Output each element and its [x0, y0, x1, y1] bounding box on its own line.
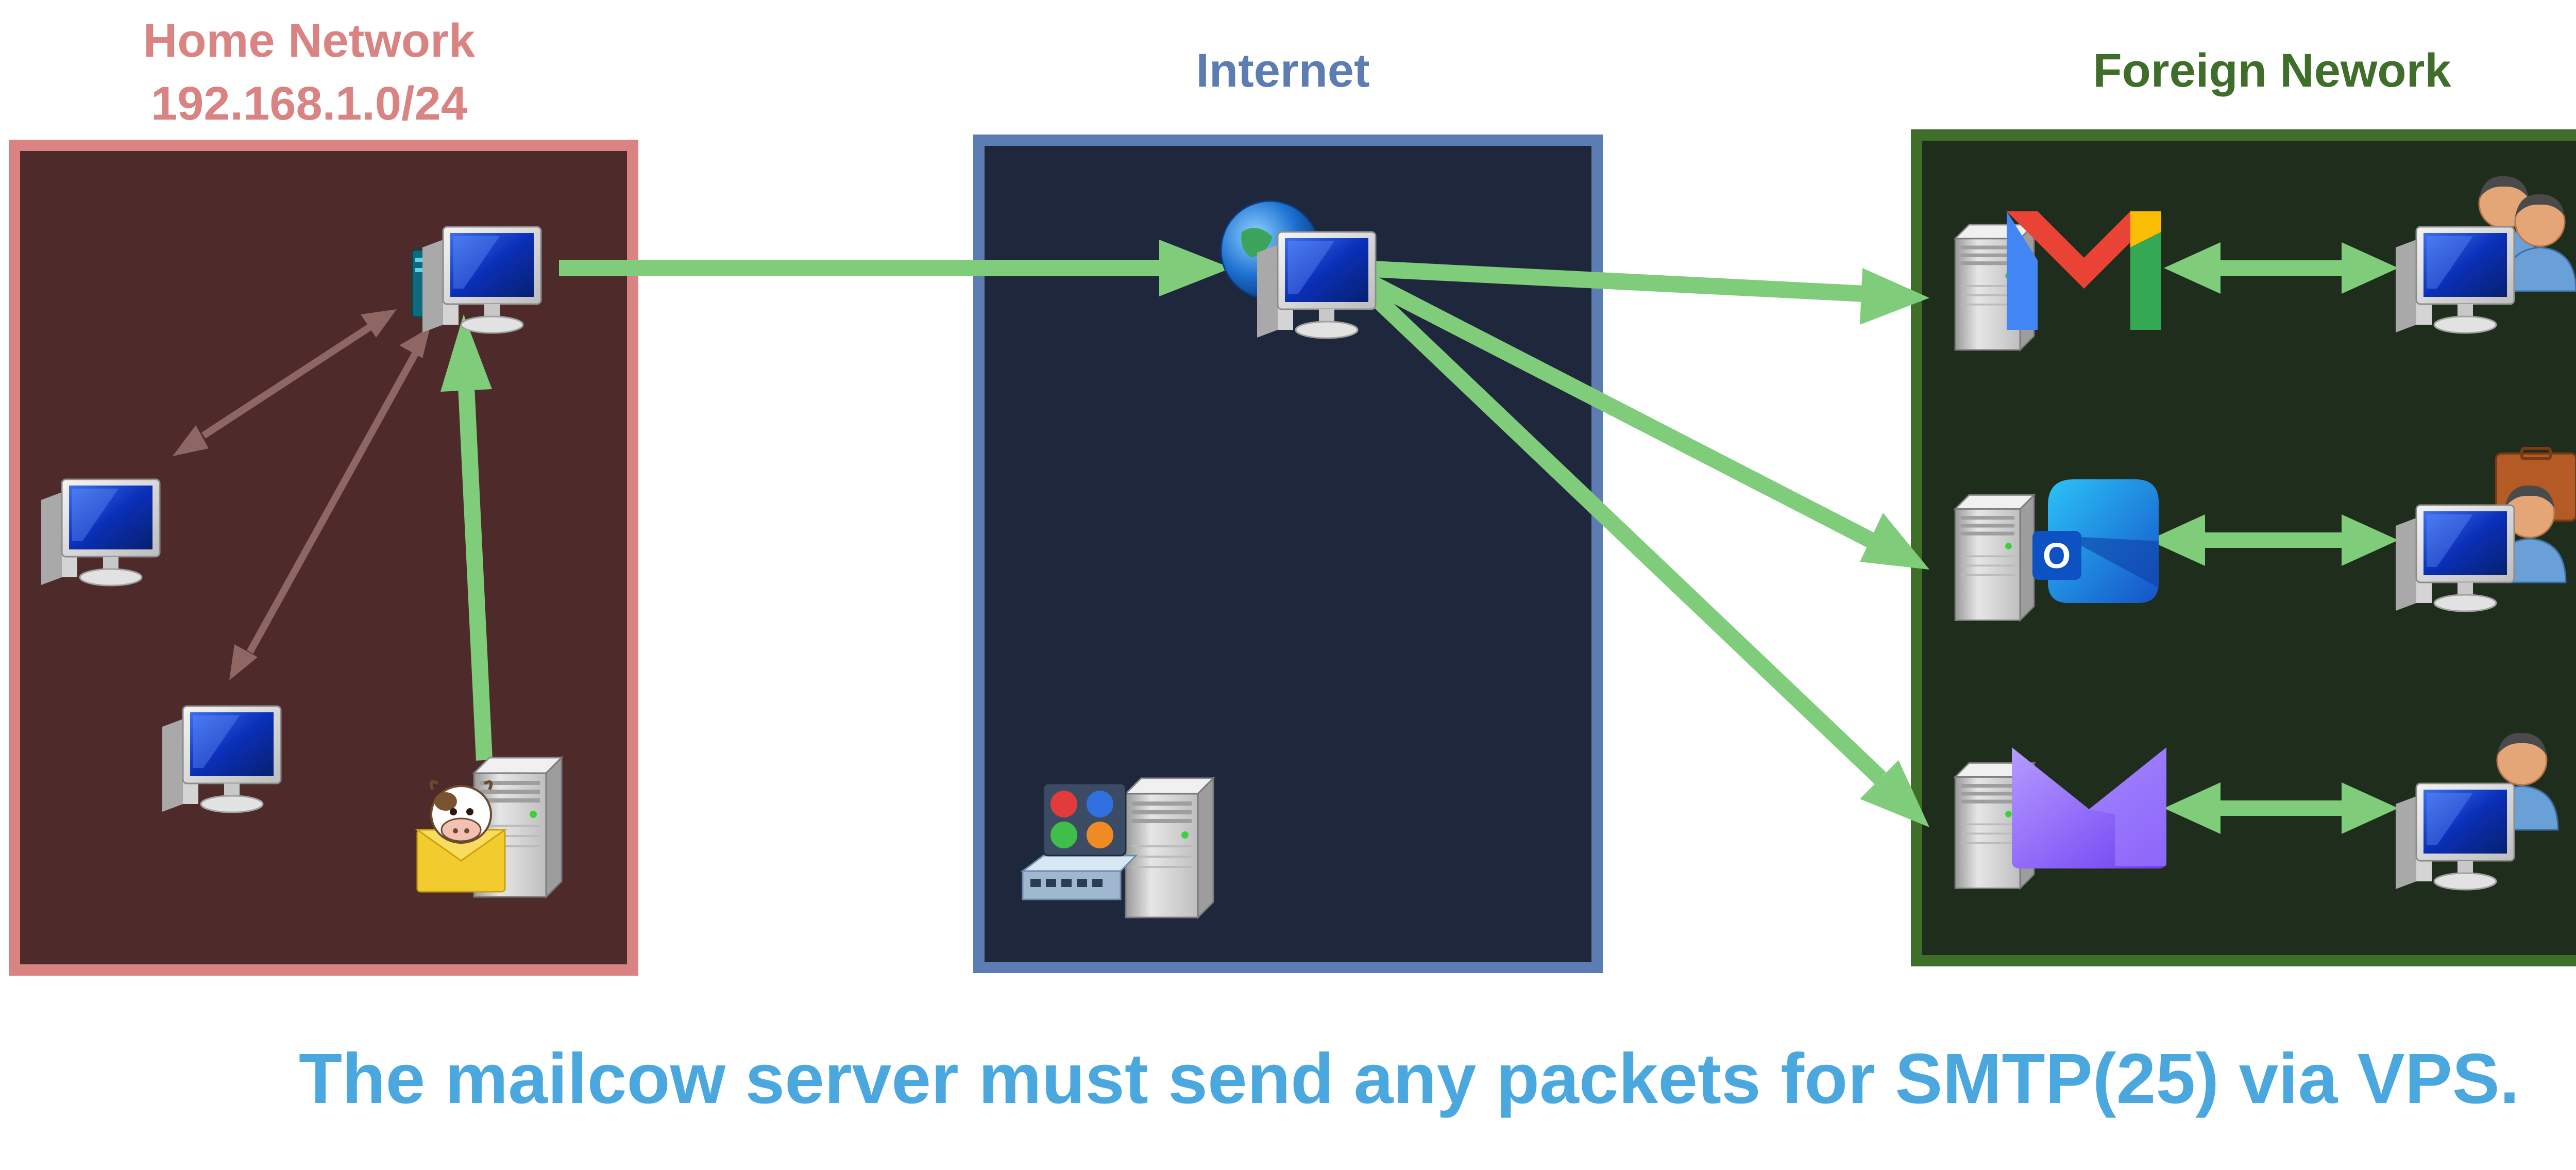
home-network-subnet: 192.168.1.0/24 — [151, 77, 467, 130]
router-computer-icon — [411, 226, 542, 334]
internet-title: Internet — [1196, 44, 1369, 97]
globe-computer-icon — [1220, 200, 1377, 339]
vps-server-icon — [1020, 777, 1214, 918]
svg-text:O: O — [2043, 536, 2071, 576]
business-user-computer-icon — [2395, 447, 2576, 612]
proton-server-icon — [1954, 747, 2166, 889]
home-network-title: Home Network — [143, 14, 476, 67]
foreign-network-title: Foreign Nework — [2093, 44, 2451, 97]
mailcow-server-icon — [415, 757, 563, 898]
gmail-server-icon — [1954, 211, 2161, 351]
home-lan-arrows — [173, 309, 430, 680]
diagram-caption: The mailcow server must send any packets… — [299, 1039, 2519, 1118]
outlook-server-icon: O — [1954, 479, 2159, 621]
smtp-flow-arrows — [440, 240, 2398, 834]
